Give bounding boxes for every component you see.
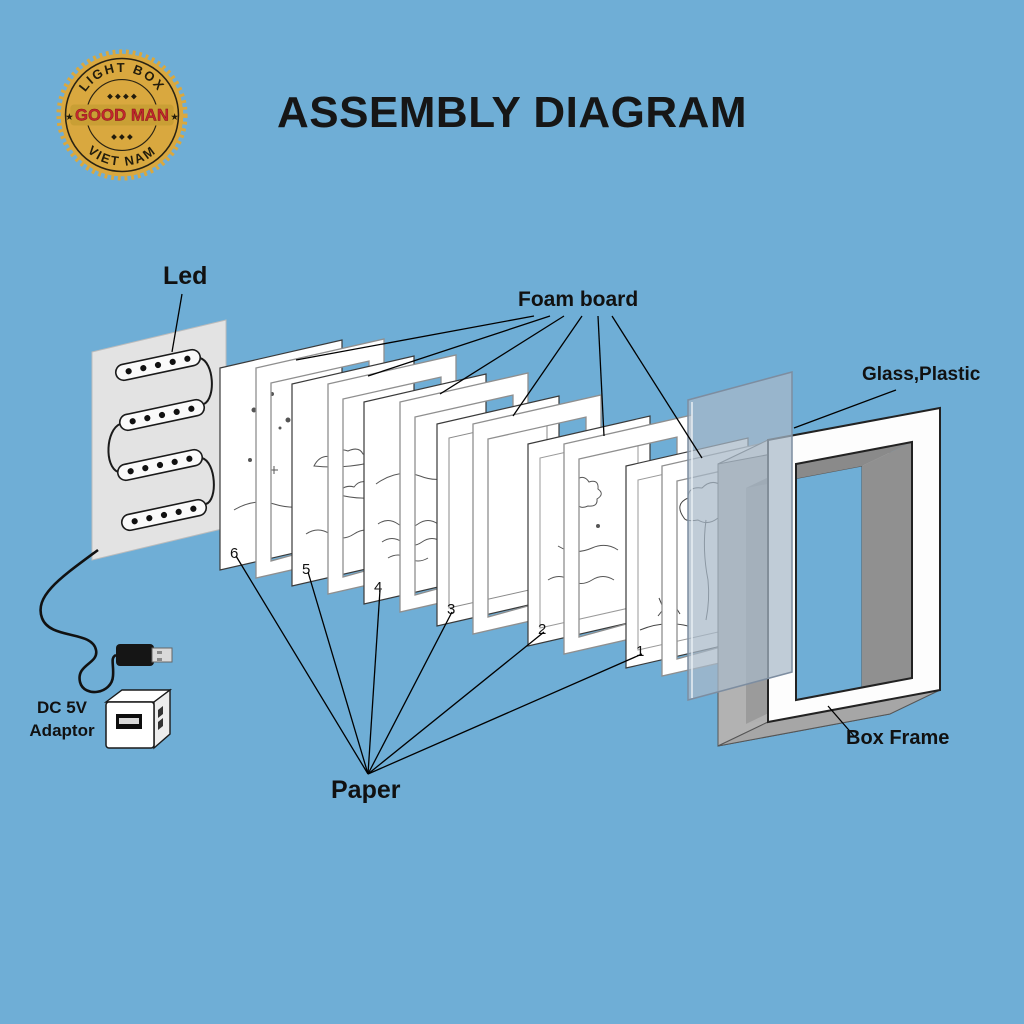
led-label: Led xyxy=(163,262,208,290)
logo-outer-ring xyxy=(64,57,180,173)
usb-plug-hole xyxy=(157,658,162,661)
adaptor-usb-tongue xyxy=(119,718,139,724)
layer-number: 4 xyxy=(374,579,382,596)
box-frame-label: Box Frame xyxy=(846,727,950,749)
led-strip-connector xyxy=(199,357,213,405)
paper-leader-line xyxy=(367,631,545,775)
led-panel xyxy=(91,319,227,561)
foam-leader-line xyxy=(611,315,703,459)
logo-center-band xyxy=(70,104,174,126)
paper-leader-line xyxy=(235,555,369,775)
foam-board-label: Foam board xyxy=(518,288,639,311)
glass-sheet xyxy=(687,371,793,701)
power-adaptor-icon xyxy=(103,688,173,750)
adaptor-label-line2: Adaptor xyxy=(29,720,95,740)
foam-leader-line xyxy=(439,315,565,395)
adaptor-prong-slot xyxy=(158,718,163,730)
box-frame-leader-line xyxy=(827,705,855,737)
usb-plug-body xyxy=(116,644,154,666)
logo-stars-top: ◆ ◆ ◆ ◆ xyxy=(107,92,138,101)
foam-leader-line xyxy=(512,315,583,417)
layer-number: 5 xyxy=(302,561,310,578)
layer-number: 6 xyxy=(230,545,238,562)
adaptor-label: DC 5V Adaptor xyxy=(20,697,104,743)
brand-logo-badge: LIGHT BOX VIET NAM GOOD MAN ◆ ◆ ◆ ◆ ◆ ◆ … xyxy=(56,49,188,181)
usb-plug-hole xyxy=(157,651,162,654)
power-cable xyxy=(39,548,117,694)
glass-leader-line xyxy=(793,389,897,429)
foam-leader-line xyxy=(367,315,551,377)
paper-leader-line xyxy=(367,589,381,775)
foam-leader-line xyxy=(295,315,535,361)
led-leader-line xyxy=(171,293,183,353)
paper-leader-line xyxy=(367,653,643,775)
paper-label: Paper xyxy=(331,776,401,804)
layer-number: 3 xyxy=(447,601,455,618)
adaptor-label-line1: DC 5V xyxy=(36,698,88,717)
paper-leader-line xyxy=(367,611,453,775)
leader-lines xyxy=(171,293,897,775)
paper-leader-line xyxy=(307,571,369,775)
layer-number: 1 xyxy=(636,643,644,660)
logo-serrated-edge xyxy=(56,49,188,181)
layer-number: 2 xyxy=(538,621,546,638)
page-title: ASSEMBLY DIAGRAM xyxy=(276,88,748,137)
logo-star-left-icon: ★ xyxy=(65,112,74,123)
led-strip-connector xyxy=(201,457,215,505)
logo-star-right-icon: ★ xyxy=(170,112,179,123)
box-frame-inner-right-wall xyxy=(862,442,912,702)
led-strip-connector xyxy=(107,423,121,473)
logo-stars-bottom: ◆ ◆ ◆ xyxy=(111,132,134,141)
power-cable-group xyxy=(39,548,173,694)
adaptor-prong-slot xyxy=(158,706,163,718)
foam-leader-line xyxy=(597,315,605,437)
glass-plastic-label: Glass,Plastic xyxy=(862,364,981,385)
logo-center-text: GOOD MAN xyxy=(75,106,169,125)
